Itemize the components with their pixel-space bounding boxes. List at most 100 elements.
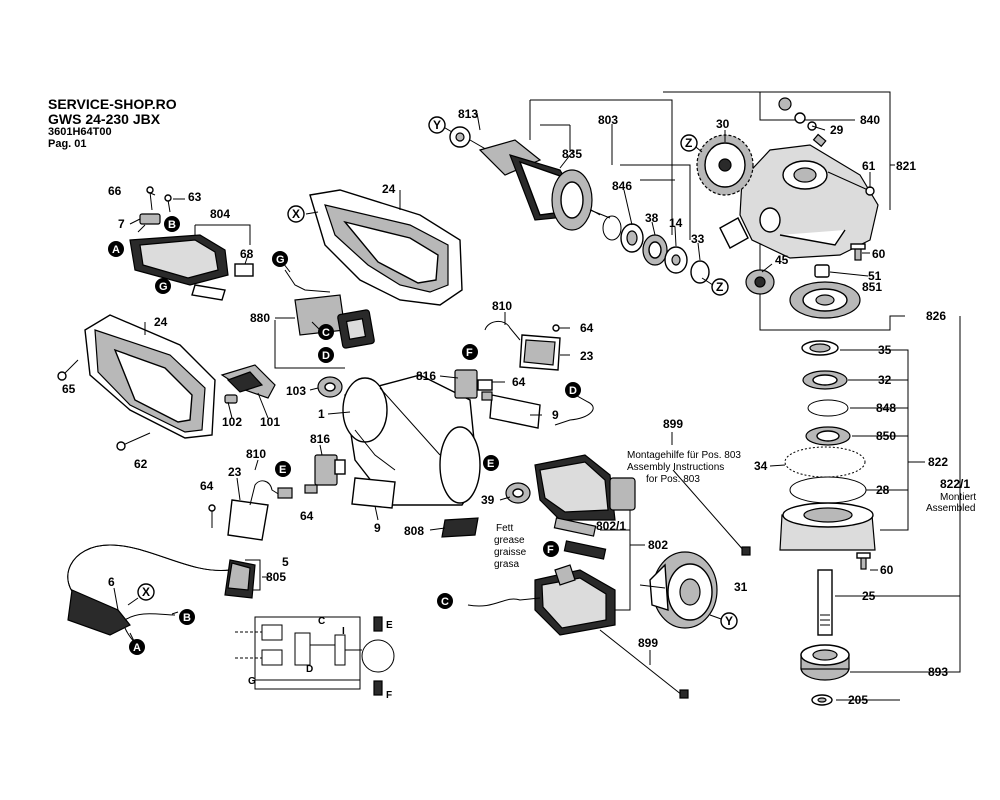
svg-text:Y: Y — [433, 118, 441, 132]
connection-markers: Y Z Z X B A G G C D F D E E F C Y X B A — [108, 116, 738, 655]
svg-text:C: C — [322, 327, 330, 339]
wiring-label-D: D — [306, 664, 313, 675]
label-9-lower: 9 — [374, 521, 381, 535]
label-7: 7 — [118, 217, 125, 231]
label-813: 813 — [458, 107, 478, 121]
svg-text:F: F — [547, 544, 554, 556]
label-68: 68 — [240, 247, 254, 261]
lever-101 — [220, 364, 276, 399]
wiring-label-F: F — [386, 690, 392, 701]
spring-102 — [224, 394, 238, 404]
label-899-upper: 899 — [663, 417, 683, 431]
wiring-label-C: C — [318, 616, 325, 627]
label-61: 61 — [862, 159, 876, 173]
note-assembled: Assembled — [926, 503, 975, 514]
pinion-45 — [745, 269, 775, 295]
marker-Z-mid: Z — [711, 278, 729, 296]
label-808: 808 — [404, 524, 424, 538]
note-graisse: graisse — [494, 547, 527, 558]
label-34: 34 — [754, 459, 768, 473]
label-103: 103 — [286, 384, 306, 398]
label-65: 65 — [62, 382, 76, 396]
cable-ties-899 — [599, 469, 751, 699]
label-29: 29 — [830, 123, 844, 137]
screws-66-63 — [139, 186, 172, 225]
marker-B-lower: B — [179, 609, 195, 625]
label-9-upper: 9 — [552, 408, 559, 422]
marker-D-top: D — [318, 347, 334, 363]
label-893: 893 — [928, 665, 948, 679]
svg-text:X: X — [292, 207, 300, 221]
label-899-lower: 899 — [638, 636, 658, 650]
label-816-lower: 816 — [310, 432, 330, 446]
note-montiert: Montiert — [940, 492, 976, 503]
brush-holder-816-lower — [304, 454, 346, 494]
svg-text:Y: Y — [725, 614, 733, 628]
label-51: 51 — [868, 269, 882, 283]
label-28: 28 — [876, 483, 890, 497]
svg-text:A: A — [112, 244, 120, 256]
cover-9-upper — [489, 394, 541, 429]
label-24-top: 24 — [382, 182, 396, 196]
wiring-label-I: I — [342, 626, 345, 637]
field-coil-lower — [534, 564, 616, 636]
label-850: 850 — [876, 429, 896, 443]
label-31: 31 — [734, 580, 748, 594]
label-101: 101 — [260, 415, 280, 429]
label-64-left: 64 — [200, 479, 214, 493]
label-60: 60 — [872, 247, 886, 261]
end-cap-31 — [649, 551, 718, 629]
svg-text:D: D — [322, 350, 330, 362]
svg-text:B: B — [183, 612, 191, 624]
svg-text:G: G — [276, 254, 285, 266]
marker-E-mid: E — [483, 455, 499, 471]
label-45: 45 — [775, 253, 789, 267]
marker-X-lower: X — [137, 583, 155, 601]
brush-holder-816-upper — [454, 369, 493, 401]
wire-C — [467, 391, 594, 607]
label-840: 840 — [860, 113, 880, 127]
label-32: 32 — [878, 373, 892, 387]
marker-F-top: F — [462, 344, 478, 360]
label-102: 102 — [222, 415, 242, 429]
label-64-mid: 64 — [512, 375, 526, 389]
screws-64-lower — [208, 504, 216, 528]
marker-Y-top: Y — [428, 116, 446, 134]
label-24-left: 24 — [154, 315, 168, 329]
marker-B-top: B — [164, 216, 180, 232]
field-coil-upper — [534, 454, 636, 521]
label-64-upper: 64 — [580, 321, 594, 335]
svg-text:Z: Z — [716, 280, 723, 294]
label-14: 14 — [669, 216, 683, 230]
label-33: 33 — [691, 232, 705, 246]
label-822: 822 — [928, 455, 948, 469]
label-60-lower: 60 — [880, 563, 894, 577]
marker-G-top: G — [272, 251, 288, 267]
svg-text:A: A — [133, 642, 141, 654]
marker-C-lower: C — [437, 593, 453, 609]
header-part-number: 3601H64T00 — [48, 126, 112, 138]
label-851: 851 — [862, 280, 882, 294]
label-880: 880 — [250, 311, 270, 325]
small-parts-840 — [778, 97, 827, 148]
electronic-810-upper — [484, 321, 561, 371]
label-30: 30 — [716, 117, 730, 131]
handle-24-top — [309, 189, 463, 306]
label-810-lower: 810 — [246, 447, 266, 461]
label-6: 6 — [108, 575, 115, 589]
label-846: 846 — [612, 179, 632, 193]
brush-39 — [505, 482, 531, 504]
plate-gear — [719, 217, 749, 249]
label-805: 805 — [266, 570, 286, 584]
svg-text:E: E — [279, 464, 286, 476]
note-assembly-instructions: Assembly Instructions — [627, 462, 724, 473]
label-39: 39 — [481, 493, 495, 507]
marker-D-mid: D — [565, 382, 581, 398]
label-5: 5 — [282, 555, 289, 569]
label-848: 848 — [876, 401, 896, 415]
plate-808 — [441, 517, 479, 538]
power-cord-805 — [67, 544, 256, 651]
crown-gear-826 — [789, 281, 861, 319]
svg-text:C: C — [441, 596, 449, 608]
wiring-diagram — [235, 616, 395, 696]
